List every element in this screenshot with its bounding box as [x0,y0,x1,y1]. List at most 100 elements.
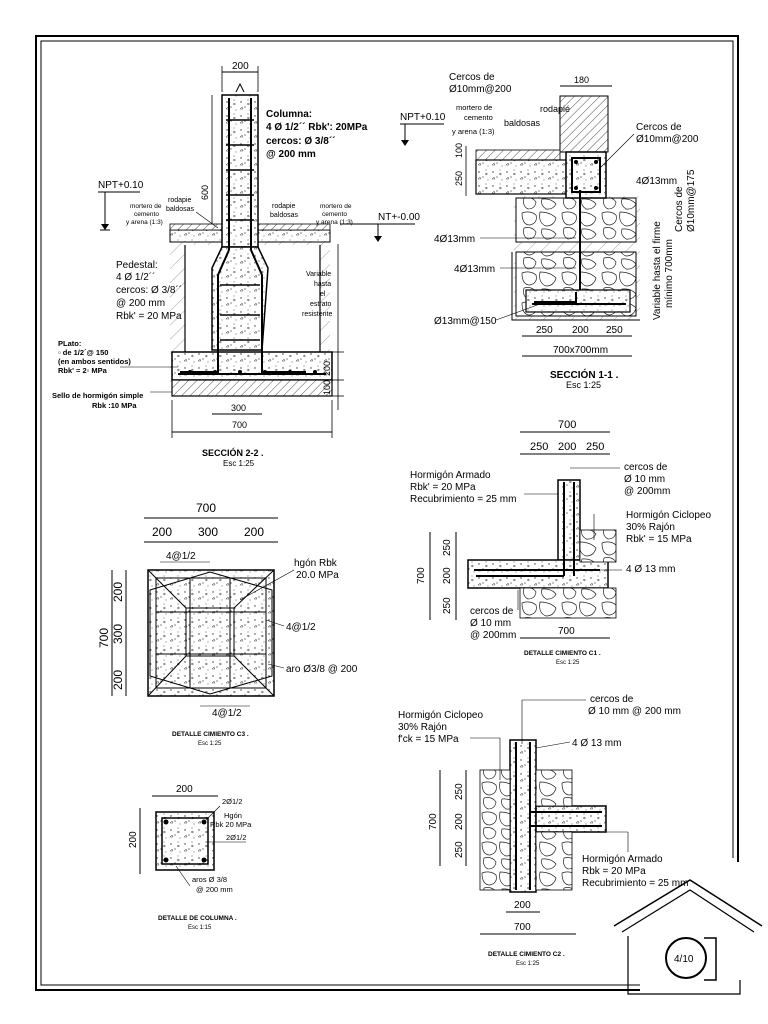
col-hgon-2: Rbk 20 MPa [210,820,252,829]
c2-ha-2: Rbk = 20 MPa [582,866,646,877]
section-2-2-scale: Esc 1:25 [223,459,255,468]
c3-dim-v-300: 300 [111,624,125,644]
section-2-2: 200 600 Columna: 4 Ø 1/2´´ Rbk': 20MPa c… [52,61,420,468]
dim-600: 600 [200,185,210,200]
column-stirrups: cercos: Ø 3/8´´ [266,136,335,147]
cercos-top-1: Cercos de [449,72,495,83]
cercos-vertical-1: Cercos de [674,186,685,232]
column-bars: 4 Ø 1/2´´ Rbk': 20MPa [266,122,368,133]
baldosas-left: baldosas [166,206,195,213]
pedestal-bars: 4 Ø 1/2´´ [116,271,155,283]
rodapie-left: rodapie [168,197,191,204]
c1-ha-1: Hormigón Armado [410,470,491,481]
c3-hgon-1: hgón Rbk [294,558,338,569]
c1-ha-3: Recubrimiento = 25 mm [410,494,516,505]
section-1-1-title: SECCIÓN 1-1 . [550,368,619,381]
c3-dim-200-c: 200 [244,525,264,539]
col-title: DETALLE DE COLUMNA . [158,915,237,922]
c1-dim-v-250-a: 250 [442,539,453,556]
plate-4: Rbk' = 2▫ MPa [58,366,108,375]
dim-200-right: 200 [322,361,332,376]
c2-dim-v-700: 700 [428,813,439,830]
dim-700x700: 700x700mm [553,345,608,356]
mortar-left-2: cemento [134,211,159,218]
c1-scale: Esc 1:25 [556,660,580,666]
bars-left-1: 4Ø13mm [434,234,475,245]
c3-dim-v-200-a: 200 [111,582,125,602]
dim-100-right: 100 [322,380,332,395]
dim-b2: 200 [572,325,589,336]
dim-b1: 250 [536,325,553,336]
c3-bars-bottom: 4@1/2 [212,708,242,719]
npt-level-1-1: NPT+0.10 [400,112,446,123]
c2-dim-700: 700 [514,922,531,933]
col-bars-1: 2Ø1/2 [222,797,242,806]
c3-dim-300: 300 [198,525,218,539]
c2-scale: Esc 1:25 [516,961,540,967]
c2-dim-v-200: 200 [454,813,465,830]
c1-dim-200: 200 [558,441,576,453]
dim-250: 250 [454,171,464,186]
pedestal-title: Pedestal: [116,260,158,271]
col-scale: Esc 1:15 [188,925,212,931]
c3-bars-top: 4@1/2 [166,551,196,562]
sheet-logo: 4/10 [613,879,763,995]
c1-dim-700: 700 [558,419,576,431]
variable-1: Variable [306,271,331,278]
plate-1: PLato: [58,339,81,348]
c2-cercos-1: cercos de [590,694,634,705]
c1-ha-2: Rbk' = 20 MPa [410,482,476,493]
pedestal-spacing: @ 200 mm [116,298,165,309]
c1-cercos-1: cercos de [624,462,668,473]
section-2-2-title: SECCIÓN 2-2 . [202,447,264,458]
c3-dim-200-a: 200 [152,525,172,539]
mortar-left-1: mortero de [130,203,162,210]
col-aros-1: aros Ø 3/8 [192,875,227,884]
variable-3: el [320,291,326,298]
variable-1-2: mínimo 700mm [664,239,675,308]
baldosas: baldosas [504,118,541,128]
dim-b3: 250 [606,325,623,336]
c1-title: DETALLE CIMIENTO C1 . [524,650,601,657]
seal-2: Rbk :10 MPa [92,401,137,410]
mortar-left-3: y arena (1:3) [126,219,163,226]
cercos-vertical-2: Ø10mm@175 [686,169,697,232]
section-1-1-scale: Esc 1:25 [566,380,601,390]
cercos-top-2: Ø10mm@200 [449,84,512,95]
dim-700: 700 [232,420,247,430]
column-title: Columna: [266,109,312,120]
bars-right: 4Ø13mm [636,176,677,187]
detail-c1: 700 250 200 250 Hormigón Armado Rbk' = 2… [410,419,711,666]
c2-hc-2: 30% Rajón [398,722,447,733]
c1-dim-v-700: 700 [416,567,427,584]
column-spacing: @ 200 mm [266,149,316,160]
section-1-1: Cercos de Ø10mm@200 180 NPT+0.10 mortero… [400,72,699,390]
c3-bars-right: 4@1/2 [286,622,316,633]
plate-2: ▫ de 1/2´@ 150 [58,348,108,357]
col-dim-200-top: 200 [176,784,193,795]
cercos-right-1: Cercos de [636,122,682,133]
rodapie: rodapié [540,104,570,114]
mortar-right-3: y arena (1:3) [316,219,353,226]
mortar-right-2: cemento [322,211,347,218]
c3-scale: Esc 1:25 [198,741,222,747]
pedestal-stirrups: cercos: Ø 3/8´´ [116,284,182,296]
sheet-number: 4/10 [674,954,694,965]
c2-dim-200: 200 [514,900,531,911]
rodapie-right: rodapie [272,203,295,210]
nt-level: NT+-0.00 [378,212,420,223]
bars-bottom: Ø13mm@150 [434,316,497,327]
variable-4: estrato [310,301,332,308]
c1-dim-250-a: 250 [530,441,548,453]
sheet-border [35,35,739,991]
pedestal-rbk: Rbk' = 20 MPa [116,311,182,322]
c1-dim-v-200: 200 [442,567,453,584]
c1-cercos-3: @ 200mm [624,486,670,497]
c1-hc-3: Rbk' = 15 MPa [626,534,692,545]
c2-bars: 4 Ø 13 mm [572,738,621,749]
plate-3: (en ambos sentidos) [58,357,131,366]
col-bars-2: 2Ø1/2 [226,833,246,842]
dim-100: 100 [454,143,464,158]
col-dim-200-left: 200 [128,831,139,848]
c2-dim-v-250-a: 250 [454,783,465,800]
